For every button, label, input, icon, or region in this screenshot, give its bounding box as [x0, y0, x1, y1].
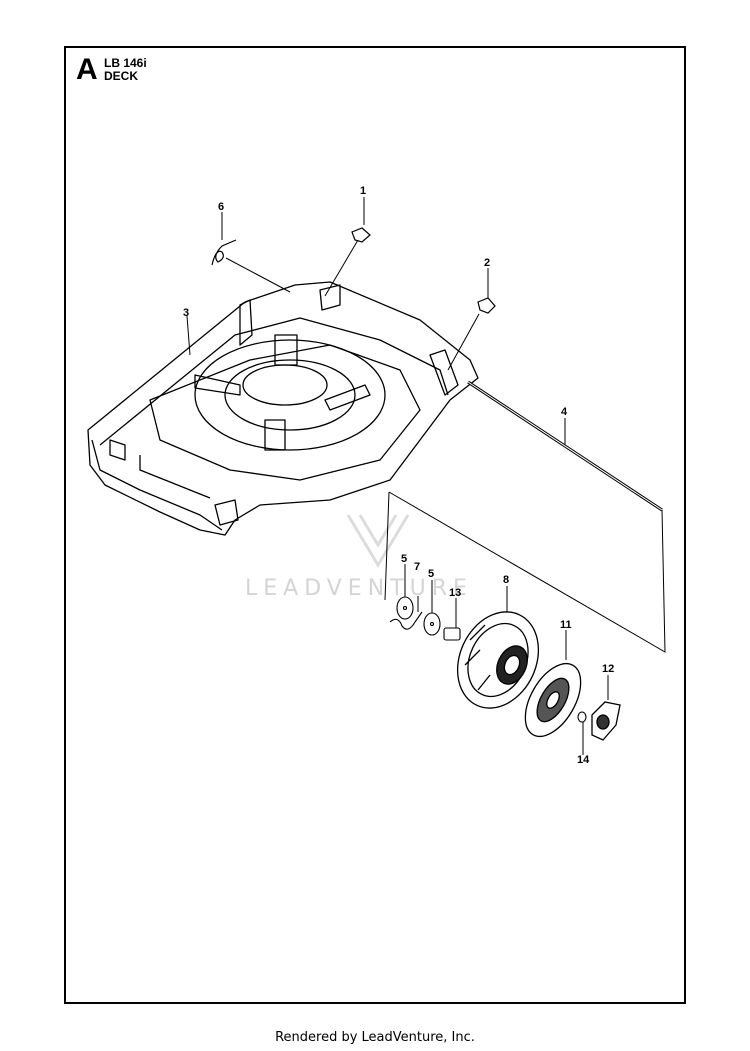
section-name: DECK: [104, 69, 139, 83]
callout-11: 11: [560, 619, 572, 631]
bushing-part-13[interactable]: [443, 627, 461, 641]
callout-7: 7: [414, 561, 420, 573]
section-letter: A: [76, 53, 98, 86]
callout-13: 13: [449, 587, 461, 599]
leader-lines: [186, 197, 666, 755]
callout-5a: 5: [401, 553, 407, 565]
watermark-text: LEADVENTURE: [245, 576, 473, 601]
washer-part-5b[interactable]: [423, 612, 441, 636]
model-name: LB 146i: [104, 56, 147, 70]
spring-part-7[interactable]: [389, 611, 423, 630]
callout-3: 3: [183, 307, 189, 319]
diagram-frame: [64, 46, 686, 1004]
wheel-part-8[interactable]: [442, 599, 553, 722]
callout-5b: 5: [428, 568, 434, 580]
deck-part[interactable]: [87, 281, 479, 536]
wheel-nut-part-12[interactable]: [591, 701, 621, 741]
callout-12: 12: [602, 663, 614, 675]
washer-part-14[interactable]: [577, 711, 587, 723]
clip-part-1[interactable]: [351, 227, 371, 243]
washer-part-5a[interactable]: [396, 596, 414, 620]
spring-part-6[interactable]: [211, 239, 237, 266]
callout-1: 1: [360, 185, 366, 197]
callout-8: 8: [503, 574, 509, 586]
pin-part-2[interactable]: [477, 297, 496, 314]
callout-6: 6: [218, 201, 224, 213]
footer-credit: Rendered by LeadVenture, Inc.: [275, 1030, 475, 1045]
callout-14: 14: [577, 754, 590, 766]
callout-4: 4: [561, 406, 568, 418]
watermark-logo: [346, 514, 410, 568]
callout-2: 2: [484, 257, 490, 269]
hubcap-part-11[interactable]: [514, 654, 592, 745]
